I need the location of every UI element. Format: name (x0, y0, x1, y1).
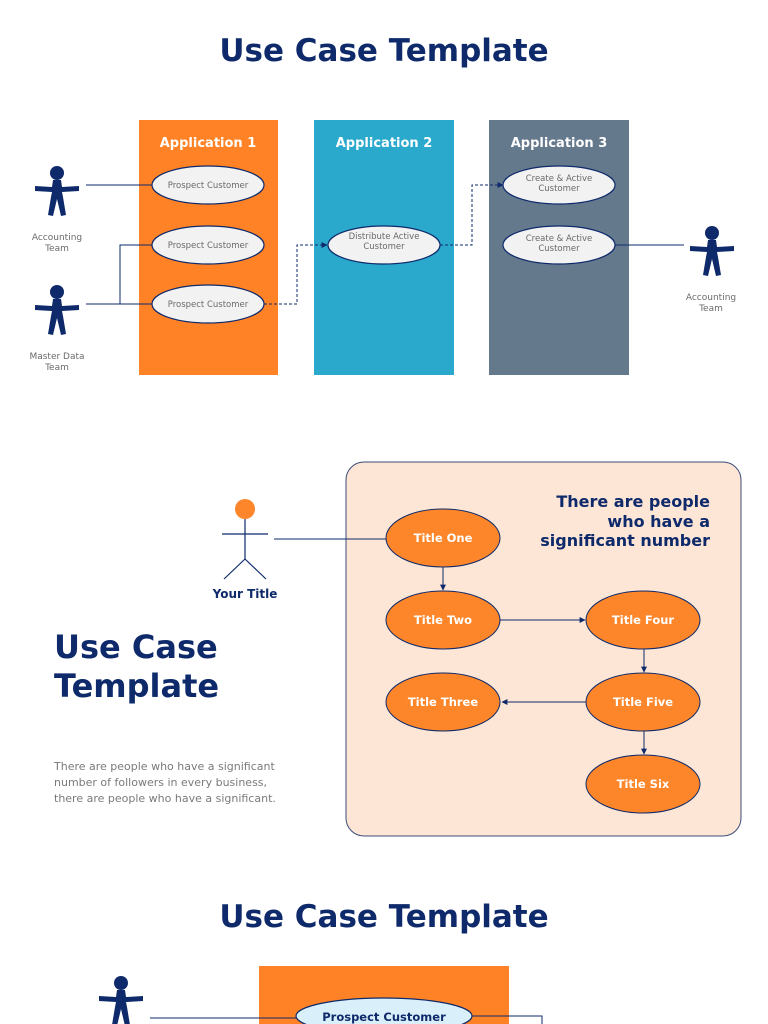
use-case-create-active-customer-2 (502, 225, 616, 265)
section3-title: Use Case Template (219, 899, 549, 935)
node-title-six (585, 754, 701, 814)
node-title-two (385, 590, 501, 650)
use-case-label: Create & Active Customer (525, 234, 593, 254)
actor-icon (99, 976, 143, 1024)
application-3-label: Application 3 (511, 136, 608, 151)
stick-figure-actor-icon (222, 499, 268, 580)
application-1-label: Application 1 (160, 136, 257, 151)
panel-callout-text: There are people who have a significant … (540, 492, 710, 550)
connector (470, 1015, 543, 1024)
node-title-five (585, 672, 701, 732)
actor-label-master-data-team: Master Data Team (29, 352, 85, 373)
use-case-label: Prospect Customer (168, 181, 249, 191)
actor-label-accounting-team-right: Accounting Team (685, 293, 737, 314)
section2-paragraph: There are people who have a significant … (54, 760, 276, 805)
node-label: Title Three (408, 695, 479, 709)
application-2-label: Application 2 (336, 136, 433, 151)
accounting-team-right-actor-icon (690, 226, 734, 276)
flow-connectors (274, 538, 647, 755)
use-case-label-wrap: Create & Active Customer (525, 174, 593, 194)
connectors (86, 182, 684, 305)
accounting-team-actor-icon (35, 166, 79, 216)
use-case-prospect-customer-1 (151, 165, 265, 205)
section2-heading: Use Case Template (54, 628, 220, 705)
use-case-label: Distribute Active Customer (348, 232, 420, 252)
node-label: Title Six (617, 777, 670, 791)
use-case-prospect-customer (295, 997, 473, 1024)
use-case-create-active-customer-1 (502, 165, 616, 205)
use-case-label: Create & Active Customer (525, 174, 593, 194)
use-case-label-wrap: Distribute Active Customer (348, 232, 420, 252)
node-title-three (385, 672, 501, 732)
use-case-label-wrap: Create & Active Customer (525, 234, 593, 254)
use-case-label: Prospect Customer (168, 300, 249, 310)
node-label: Title One (414, 531, 473, 545)
master-data-team-actor-icon (35, 285, 79, 335)
node-label: Title Five (613, 695, 673, 709)
node-label: Title Four (612, 613, 675, 627)
use-case-label: Prospect Customer (168, 241, 249, 251)
node-title-one (385, 508, 501, 568)
use-case-distribute-active-customer (327, 225, 441, 265)
actor-label-accounting-team: Accounting Team (31, 233, 83, 254)
use-case-label: Prospect Customer (322, 1010, 446, 1024)
section1-title: Use Case Template (219, 33, 549, 69)
actor-title: Your Title (212, 587, 278, 601)
use-case-prospect-customer-2 (151, 225, 265, 265)
node-label: Title Two (414, 613, 472, 627)
use-case-prospect-customer-3 (151, 284, 265, 324)
node-title-four (585, 590, 701, 650)
